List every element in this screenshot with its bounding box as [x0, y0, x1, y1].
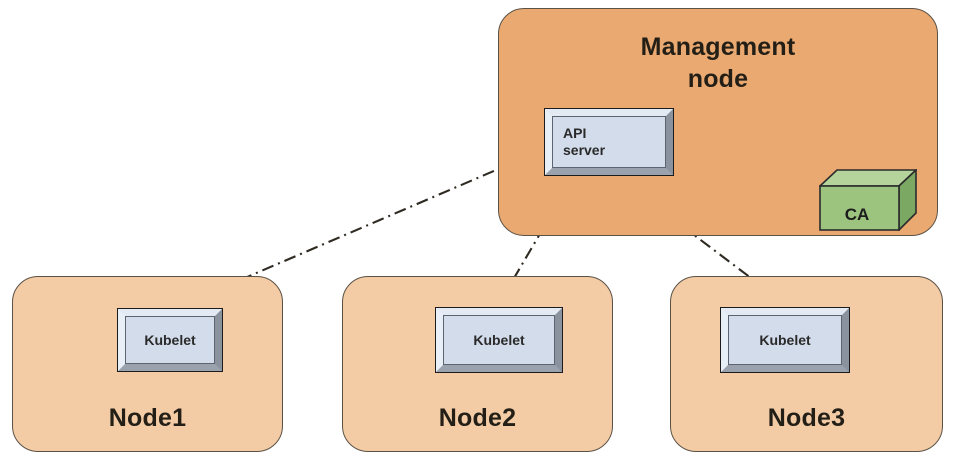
management-node-zone[interactable]: Management node API server CA — [498, 8, 938, 236]
worker-node-zone-3[interactable]: Kubelet Node3 — [670, 276, 943, 452]
api-server-label-line2: server — [563, 142, 606, 158]
ca-label: CA — [844, 205, 870, 224]
ca-box[interactable]: CA — [819, 169, 917, 231]
kubelet-3-face: Kubelet — [728, 315, 842, 365]
ca-cuboid-shape — [819, 169, 917, 231]
kubelet-2-face: Kubelet — [443, 315, 555, 365]
worker-node-label-1: Node1 — [108, 404, 187, 432]
worker-node-label-3: Node3 — [767, 404, 846, 432]
api-server-box[interactable]: API server — [544, 108, 674, 176]
kubelet-1-face: Kubelet — [125, 316, 215, 364]
api-server-face: API server — [552, 116, 666, 168]
management-node-title-line2: node — [687, 65, 749, 93]
api-server-label-line1: API — [563, 125, 587, 141]
kubelet-3-label: Kubelet — [759, 331, 811, 348]
worker-node-label-2: Node2 — [438, 404, 517, 432]
worker-node-zone-2[interactable]: Kubelet Node2 — [342, 276, 613, 452]
kubelet-box-1[interactable]: Kubelet — [117, 308, 223, 372]
kubelet-box-2[interactable]: Kubelet — [435, 307, 563, 373]
kubelet-2-label: Kubelet — [473, 331, 525, 348]
management-node-title-line1: Management — [640, 33, 796, 61]
management-node-title: Management node — [499, 31, 937, 95]
worker-node-zone-1[interactable]: Kubelet Node1 — [12, 276, 283, 452]
kubelet-1-label: Kubelet — [144, 331, 196, 348]
kubelet-box-3[interactable]: Kubelet — [720, 307, 850, 373]
